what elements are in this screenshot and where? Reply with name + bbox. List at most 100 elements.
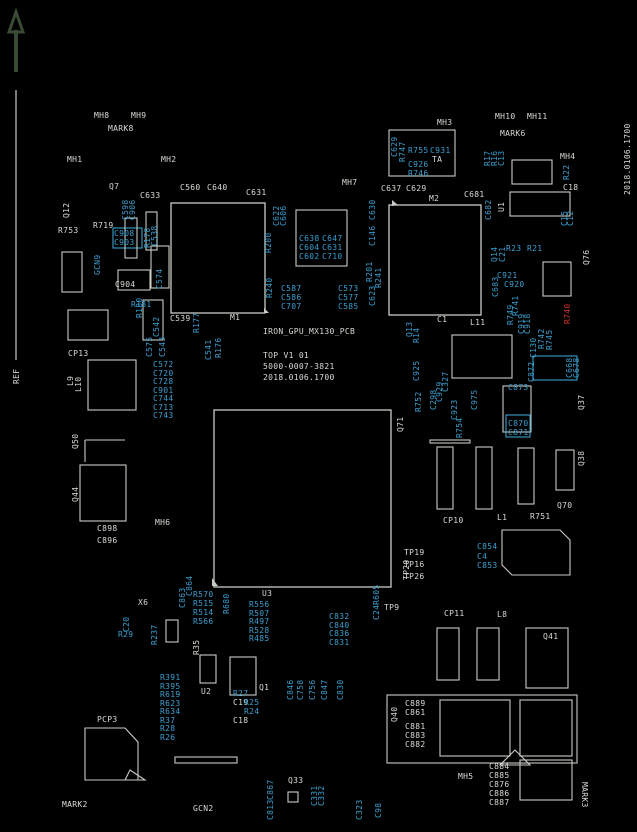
ref-c631b: C631 [322,243,343,252]
ref-r240: R240 [265,277,274,298]
ref-q37: Q37 [577,394,586,410]
ref-r35: R35 [192,639,201,655]
ref-c538: C538 [150,225,159,246]
ref-r570: R570 [193,590,214,599]
ref-c884: C884 [489,762,510,771]
ref-mark6: MARK6 [500,129,526,138]
ref-mh2: MH2 [161,155,177,164]
ref-c896: C896 [97,536,118,545]
ref-r619: R619 [160,690,181,699]
ref-mark8: MARK8 [108,124,134,133]
ref-u2: U2 [201,687,212,696]
board-title: IRON_GPU_MX130_PCB [263,327,356,336]
ref-c18b: C18 [233,716,249,725]
ref-q40: Q40 [390,706,399,722]
ref-r752: R752 [414,391,423,412]
ref-r180: R180 [135,297,144,318]
ref-c813: C813 [266,799,275,820]
ref-c543: C543 [158,336,167,357]
ref-c630: C630 [368,199,377,220]
ref-ta: TA [432,155,443,164]
ref-c606: C606 [279,205,288,226]
ref-r755: R755 [408,146,429,155]
ref-l11: L11 [470,318,486,327]
ref-mark2: MARK2 [62,800,88,809]
ref-c904: C904 [115,280,136,289]
ref-r754: R754 [455,417,464,438]
ref-c931: C931 [430,146,451,155]
ref-c889: C889 [405,699,426,708]
ref-q76: Q76 [582,249,591,265]
ref-c908: C908 [114,229,135,238]
ref-q33: Q33 [288,776,304,785]
ref-marker-label: REF [12,368,21,384]
ref-c881: C881 [405,722,426,731]
ref-c920: C920 [504,280,525,289]
ref-c710: C710 [322,252,343,261]
board-date: 2018.0106.1700 [263,373,335,382]
ref-r745: R745 [545,329,554,350]
ref-c19: C19 [233,698,249,707]
ref-r26: R26 [160,733,176,742]
ref-r719: R719 [93,221,114,230]
ref-c577: C577 [338,293,359,302]
ref-gcn2: GCN2 [193,804,214,813]
ref-mh7: MH7 [342,178,358,187]
ref-r14: R14 [412,327,421,343]
ref-mh5: MH5 [458,772,474,781]
ref-c846: C846 [286,679,295,700]
ref-c921: C921 [497,271,518,280]
ref-c323: C323 [355,799,364,820]
ref-c707: C707 [281,302,302,311]
ref-mh3: MH3 [437,118,453,127]
ref-c836: C836 [329,629,350,638]
ref-c587: C587 [281,284,302,293]
ref-gcn9: GCN9 [93,254,102,275]
ref-r740: R740 [563,303,572,324]
ref-c18: C18 [563,183,579,192]
ref-r201: R201 [365,261,374,282]
board-side-label: TOP V1 01 [263,351,310,360]
ref-q1: Q1 [259,683,270,692]
ref-r200: R200 [264,232,273,253]
ref-m2: M2 [429,194,440,203]
ref-m1: M1 [230,313,241,322]
board-part-number: 5000-0007-3821 [263,362,335,371]
ref-mark3: MARK3 [580,782,589,808]
ref-c867: C867 [266,779,275,800]
ref-c647: C647 [322,234,343,243]
ref-r23: R23 [506,244,522,253]
ref-r634: R634 [160,707,181,716]
ref-c831: C831 [329,638,350,647]
ref-r21: R21 [527,244,543,253]
ref-cp13: CP13 [68,349,89,358]
ref-r753: R753 [58,226,79,235]
ref-tp20: TP20 [402,559,411,580]
ref-r497: R497 [249,617,270,626]
ref-r241: R241 [374,267,383,288]
ref-c681: C681 [464,190,485,199]
ref-u1: U1 [497,201,506,212]
ref-mh4: MH4 [560,152,576,161]
ref-r28: R28 [160,724,176,733]
ref-c975: C975 [470,389,479,410]
ref-c629b: C629 [406,184,427,193]
ref-c906: C906 [128,199,137,220]
ref-c4: C4 [477,552,488,561]
ref-c903: C903 [114,238,135,247]
ref-r605: R605 [372,584,381,605]
ref-r181: R181 [131,300,152,309]
ref-c623: C623 [368,285,377,306]
ref-c918: C918 [523,313,532,334]
ref-c901: C901 [153,386,174,395]
ref-r514: R514 [193,608,214,617]
ref-r747: R747 [398,141,407,162]
ref-c744: C744 [153,394,174,403]
ref-r25: R25 [244,698,260,707]
ref-c898: C898 [97,524,118,533]
ref-c720: C720 [153,369,174,378]
ref-r515: R515 [193,599,214,608]
ref-tp19: TP19 [404,548,425,557]
